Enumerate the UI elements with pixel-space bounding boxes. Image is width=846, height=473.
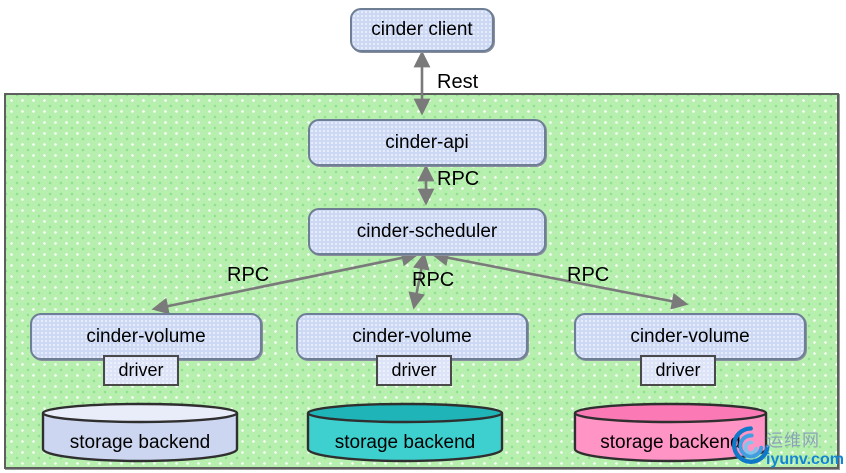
node-cinder-volume-right: cinder-volume bbox=[574, 313, 806, 360]
cylinder-storage-backend-right: storage backend bbox=[572, 401, 769, 464]
iyunv-logo-icon bbox=[732, 426, 770, 464]
node-driver-left: driver bbox=[103, 355, 179, 386]
edge-label-rpc-api-scheduler: RPC bbox=[437, 168, 480, 190]
watermark-site-url: iyunv.com bbox=[766, 451, 844, 468]
storage-backend-label: storage backend bbox=[334, 431, 476, 453]
node-cinder-client: cinder client bbox=[350, 8, 494, 52]
node-driver-middle: driver bbox=[376, 355, 452, 386]
node-driver-right: driver bbox=[640, 355, 716, 386]
storage-backend-label: storage backend bbox=[69, 431, 211, 453]
edge-label-rpc-right: RPC bbox=[567, 264, 610, 286]
storage-backend-label: storage backend bbox=[600, 431, 741, 453]
node-cinder-volume-middle: cinder-volume bbox=[296, 313, 528, 360]
node-cinder-api: cinder-api bbox=[308, 119, 546, 166]
edge-label-rest: Rest bbox=[437, 71, 479, 93]
cylinder-shape bbox=[41, 402, 239, 463]
cylinder-shape bbox=[306, 402, 504, 463]
watermark: 运维网 iyunv.com bbox=[728, 413, 846, 471]
edge-label-rpc-left: RPC bbox=[227, 264, 270, 286]
node-cinder-volume-left: cinder-volume bbox=[30, 313, 262, 360]
edge-label-rpc-middle: RPC bbox=[412, 269, 455, 291]
cylinder-storage-backend-left: storage backend bbox=[40, 401, 240, 464]
watermark-site-name: 运维网 bbox=[766, 431, 820, 450]
cylinder-storage-backend-middle: storage backend bbox=[305, 401, 505, 464]
node-cinder-scheduler: cinder-scheduler bbox=[308, 208, 546, 255]
